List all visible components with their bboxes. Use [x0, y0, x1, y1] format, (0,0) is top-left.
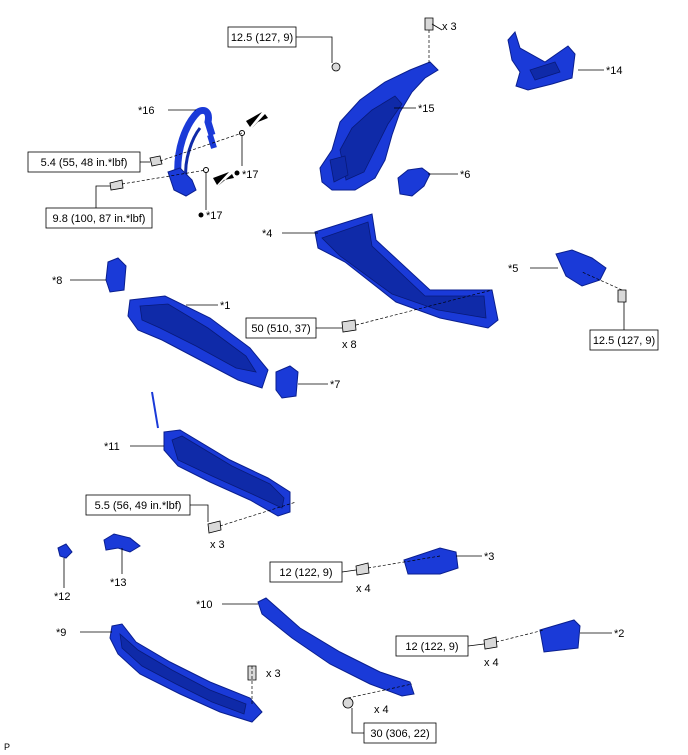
torque-label: 50 (510, 37)	[251, 323, 310, 335]
quantity-label: x 4	[356, 583, 371, 595]
leaders	[63, 23, 625, 734]
bolts	[109, 17, 627, 709]
bolt-icon	[149, 155, 163, 167]
callout-11: *11	[104, 441, 120, 453]
torque-label: 9.8 (100, 87 in.*lbf)	[53, 213, 146, 225]
callout-7: *7	[330, 379, 340, 391]
bolt-icon	[424, 17, 434, 31]
part-3-bracket	[403, 547, 459, 575]
part-16-hose	[167, 107, 217, 197]
nut-icon	[342, 697, 354, 709]
torque-label: 12 (122, 9)	[405, 641, 458, 653]
callout-12: *12	[54, 591, 71, 603]
part-4-reinforcement	[314, 213, 499, 329]
part-callouts: *14 *15 *16 *17 *17 *6 *4 *5 *8 *1 *7 *1…	[52, 65, 624, 640]
part-11-beam	[151, 391, 291, 517]
callout-15: *15	[418, 103, 435, 115]
bolt-icon	[341, 319, 357, 333]
part-10-beam	[257, 597, 415, 697]
torque-label: 12.5 (127, 9)	[231, 32, 293, 44]
callout-3: *3	[484, 551, 494, 563]
quantity-label: x 3	[442, 21, 457, 33]
callout-16: *16	[138, 105, 155, 117]
torque-boxes: 12.5 (127, 9) 5.4 (55, 48 in.*lbf) 9.8 (…	[27, 26, 659, 744]
callout-10: *10	[196, 599, 213, 611]
part-7-bracket	[275, 365, 299, 399]
callout-9: *9	[56, 627, 66, 639]
callout-2: *2	[614, 628, 624, 640]
part-5-bracket	[555, 249, 607, 287]
part-8-bracket	[105, 257, 127, 293]
torque-label: 30 (306, 22)	[370, 728, 429, 740]
callout-17: *17	[242, 169, 259, 181]
quantity-label: x 4	[484, 657, 499, 669]
callout-5: *5	[508, 263, 518, 275]
callout-1: *1	[220, 300, 230, 312]
part-2-bracket	[539, 619, 581, 653]
arrow-icon	[218, 174, 234, 186]
install-lines	[121, 30, 623, 704]
torque-label: 5.5 (56, 49 in.*lbf)	[95, 500, 182, 512]
part-9-beam	[109, 623, 263, 723]
part-13-bracket	[103, 533, 141, 553]
part-12-clip	[57, 543, 73, 559]
callout-14: *14	[606, 65, 623, 77]
arrow-icon	[252, 114, 268, 128]
bolt-icon	[617, 289, 627, 303]
callout-13: *13	[110, 577, 127, 589]
bolt-icon	[109, 179, 124, 191]
quantity-label: x 3	[210, 539, 225, 551]
part-15-assembly	[319, 61, 439, 191]
callout-4: *4	[262, 228, 272, 240]
quantity-label: x 3	[266, 668, 281, 680]
arrow-icon	[246, 112, 262, 127]
torque-label: 5.4 (55, 48 in.*lbf)	[41, 157, 128, 169]
callout-8: *8	[52, 275, 62, 287]
bolt-icon	[483, 636, 498, 650]
torque-label: 12 (122, 9)	[279, 567, 332, 579]
callout-6: *6	[460, 169, 470, 181]
part-6-bracket	[397, 167, 431, 197]
quantity-label: x 8	[342, 339, 357, 351]
torque-label: 12.5 (127, 9)	[593, 335, 655, 347]
part-1-absorber	[127, 295, 269, 389]
part-14-bracket	[507, 30, 576, 91]
quantity-label: x 4	[374, 704, 389, 716]
quantity-labels: x 3 x 8 x 3 x 4 x 4 x 3 x 4	[210, 21, 499, 716]
figure-code: P	[4, 742, 10, 752]
nut-icon	[331, 62, 341, 72]
bolt-icon	[355, 562, 370, 576]
arrow-icon	[213, 172, 229, 185]
bolt-icon	[207, 520, 222, 534]
callout-17: *17	[206, 210, 223, 222]
